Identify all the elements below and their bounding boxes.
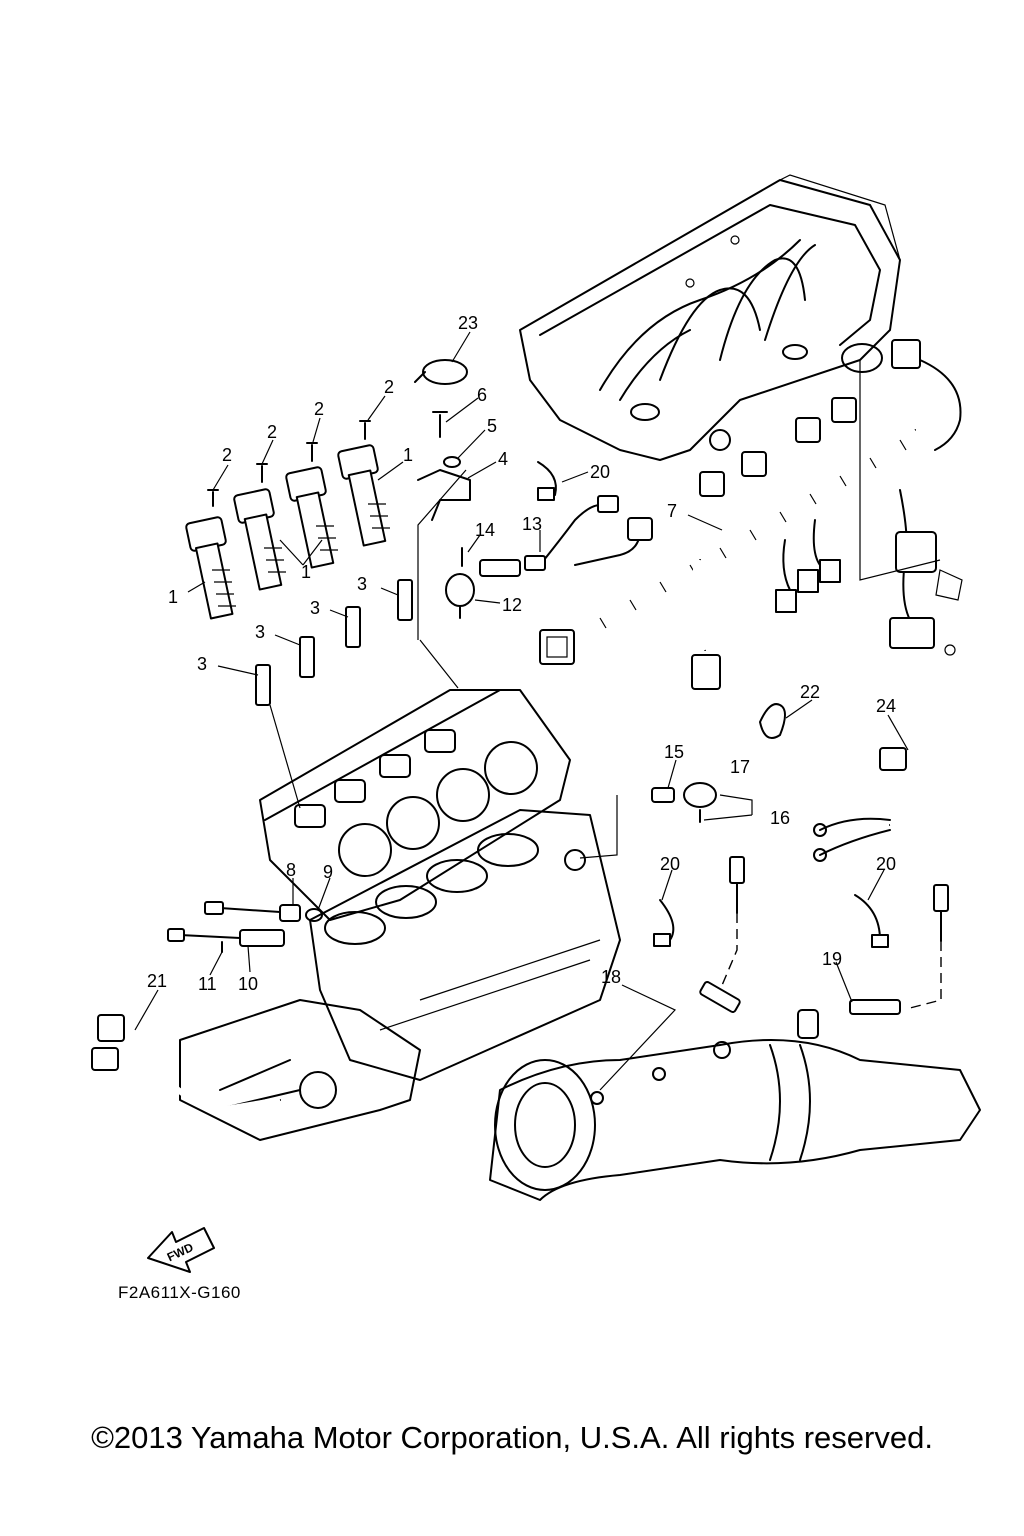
callout-9: 9: [323, 862, 333, 882]
diagram-reference-code: F2A611X-G160: [118, 1283, 241, 1302]
callout-5: 5: [487, 416, 497, 436]
callout-8: 8: [286, 860, 296, 880]
callout-20: 20: [660, 854, 680, 874]
fwd-label: FWD: [165, 1240, 196, 1264]
callout-2: 2: [222, 445, 232, 465]
upper-small-parts: [414, 359, 557, 521]
cylinder-block: [309, 809, 621, 1081]
leader-lines: [134, 331, 909, 1091]
callout-2: 2: [314, 399, 324, 419]
callout-13: 13: [522, 514, 542, 534]
callout-11: 11: [198, 974, 217, 994]
callout-16: 16: [770, 808, 790, 828]
callout-1: 1: [301, 562, 311, 582]
callout-3: 3: [197, 654, 207, 674]
mid-right-sensors: [579, 782, 717, 859]
callout-1: 1: [168, 587, 178, 607]
copyright-notice: ©2013 Yamaha Motor Corporation, U.S.A. A…: [91, 1420, 933, 1455]
wire-harness: [539, 339, 963, 690]
callout-15: 15: [664, 742, 684, 762]
callout-3: 3: [357, 574, 367, 594]
callout-2: 2: [267, 422, 277, 442]
callout-21: 21: [147, 971, 167, 991]
left-sensors: [167, 901, 323, 953]
right-parts: [759, 703, 944, 862]
callout-6: 6: [477, 385, 487, 405]
callout-18: 18: [601, 967, 621, 987]
cable-ties: [653, 894, 889, 948]
callout-12: 12: [502, 595, 522, 615]
spark-plugs: [255, 579, 413, 706]
cylinder-head: [259, 689, 571, 921]
callout-1: 1: [403, 445, 413, 465]
callout-20: 20: [590, 462, 610, 482]
fwd-arrow: FWD: [147, 1227, 215, 1273]
ignition-coil-group: [185, 444, 390, 620]
callout-14: 14: [475, 520, 495, 540]
callout-24: 24: [876, 696, 896, 716]
callout-23: 23: [458, 313, 478, 333]
callout-4: 4: [498, 449, 508, 469]
callout-2: 2: [384, 377, 394, 397]
exhaust-pipe: [489, 1009, 981, 1201]
lower-harness: [91, 1014, 281, 1114]
callout-10: 10: [238, 974, 258, 994]
callout-numbers: 1 1 1 2 2 2 2 3 3 3 3 4 5 6 7 8 9 10 11 …: [147, 313, 896, 994]
center-sensors: [445, 495, 653, 619]
callout-20: 20: [876, 854, 896, 874]
callout-3: 3: [255, 622, 265, 642]
callout-19: 19: [822, 949, 842, 969]
callout-17: 17: [730, 757, 750, 777]
exhaust-sensors: [699, 856, 949, 1015]
callout-7: 7: [667, 501, 677, 521]
engine-cover-housing: [519, 174, 901, 461]
callout-22: 22: [800, 682, 820, 702]
callout-3: 3: [310, 598, 320, 618]
